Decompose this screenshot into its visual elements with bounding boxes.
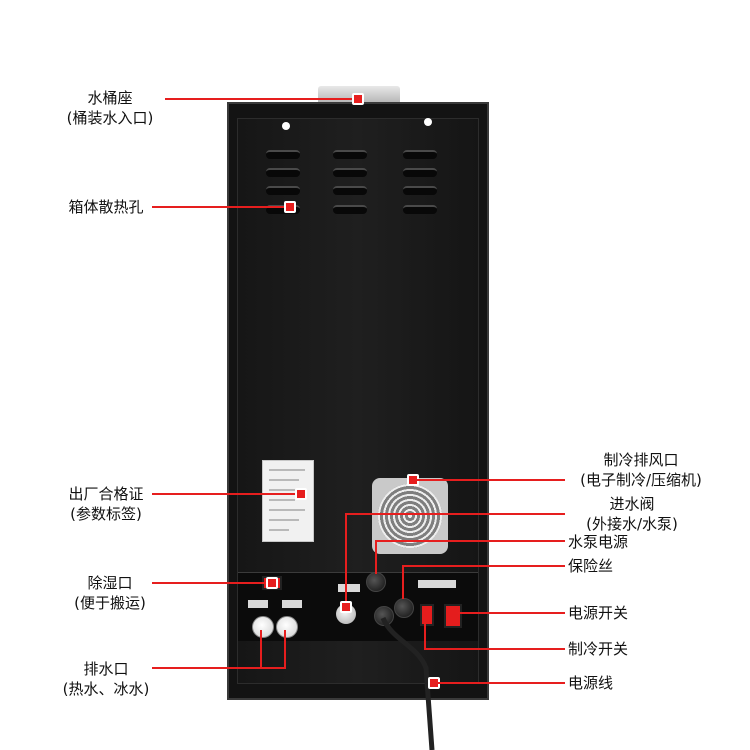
callout-line-power-cord [438,682,565,684]
sticker-line [269,469,305,471]
callout-line-drain-cold [284,630,286,669]
hot-water-drain [252,616,274,638]
fan-grill [378,484,442,548]
label-certificate-title: 出厂合格证 [68,485,144,503]
label-power-switch: 电源开关 [568,603,628,623]
mount-hole [282,122,290,130]
callout-dot-cabinet-vent [284,201,296,213]
label-dehumidify-note: (便于搬运) [74,594,146,612]
label-certificate-note: (参数标签) [70,505,142,523]
fuse-holder [394,598,414,618]
label-cooling-exhaust-title: 制冷排风口 [603,451,679,469]
label-cooling-switch-title: 制冷开关 [568,640,629,658]
label-bucket-seat: 水桶座 (桶装水入口) [58,88,162,128]
vent-slot [266,150,300,159]
vent-slot [403,150,437,159]
callout-line-cabinet-vent [152,206,290,208]
callout-line-inlet-valve [345,513,565,515]
label-dehumidify-title: 除湿口 [87,574,133,592]
power-switch-body[interactable] [444,604,462,628]
label-dehumidify: 除湿口 (便于搬运) [66,573,154,613]
callout-line-drain-hot [260,630,262,669]
vent-slot [333,205,367,214]
label-cooling-exhaust: 制冷排风口 (电子制冷/压缩机) [566,450,716,490]
panel-tag [282,600,302,608]
label-drain-title: 排水口 [83,660,129,678]
label-power-cord: 电源线 [568,673,613,693]
sticker-line [269,509,305,511]
panel-tag [418,580,456,588]
power-cable-path [380,616,435,750]
callout-line-drain-join [260,667,286,669]
callout-line-fuse [402,565,565,567]
cooling-switch-body[interactable] [420,604,434,626]
callout-line-power-switch [458,612,565,614]
label-cabinet-vent: 箱体散热孔 [62,197,150,217]
label-bucket-seat-title: 水桶座 [87,89,133,107]
panel-tag [248,600,268,608]
label-inlet-valve-title: 进水阀 [609,495,655,513]
vent-slot [403,205,437,214]
label-drain-note: (热水、冰水) [62,680,150,698]
vent-slot [333,186,367,195]
vent-slot [266,186,300,195]
label-inlet-valve-note: (外接水/水泵) [586,515,678,533]
label-drain: 排水口 (热水、冰水) [56,659,156,699]
certificate-sticker [262,460,314,542]
label-cooling-switch: 制冷开关 [568,639,628,659]
callout-line-drain [152,667,260,669]
label-bucket-seat-note: (桶装水入口) [66,109,154,127]
vent-slot [333,168,367,177]
callout-line-pump-power [375,540,565,542]
vent-slot [403,186,437,195]
label-fuse-title: 保险丝 [568,557,614,575]
label-power-switch-title: 电源开关 [568,604,629,622]
panel-tag [338,584,360,592]
callout-line-fuse-vertical [402,565,404,599]
callout-line-dehumidify [152,582,270,584]
power-cord-plug [374,606,394,626]
label-pump-power-title: 水泵电源 [568,533,629,551]
callout-line-pump-power-vertical [375,540,377,574]
label-cooling-exhaust-note: (电子制冷/压缩机) [580,471,702,489]
callout-line-cooling-switch-vertical [424,622,426,650]
sticker-line [269,489,303,491]
vent-slot [266,168,300,177]
callout-dot-dehumidify [266,577,278,589]
callout-dot-certificate [295,488,307,500]
callout-line-certificate [152,493,300,495]
callout-line-inlet-valve-vertical [345,513,347,601]
callout-line-cooling-exhaust [417,479,565,481]
sticker-line [269,499,295,501]
callout-line-bucket-seat [165,98,357,100]
label-power-cord-title: 电源线 [568,674,614,692]
label-pump-power: 水泵电源 [568,532,628,552]
sticker-line [269,479,299,481]
label-certificate: 出厂合格证 (参数标签) [58,484,154,524]
label-inlet-valve: 进水阀 (外接水/水泵) [566,494,698,534]
cold-water-drain [276,616,298,638]
sticker-line [269,529,289,531]
vent-slot [333,150,367,159]
callout-line-cooling-switch [424,648,565,650]
vent-slot [403,168,437,177]
callout-dot-inlet-valve [340,601,352,613]
label-fuse: 保险丝 [568,556,613,576]
label-cabinet-vent-title: 箱体散热孔 [68,198,144,216]
mount-hole [424,118,432,126]
sticker-line [269,519,299,521]
callout-dot-bucket-seat [352,93,364,105]
